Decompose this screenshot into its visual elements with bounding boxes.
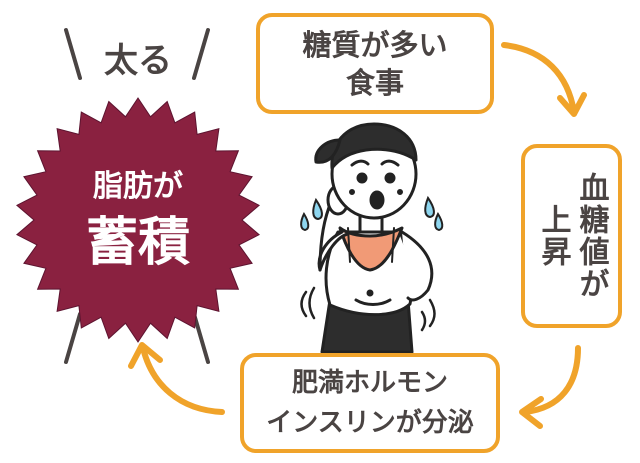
- emphasis-lines: [64, 28, 210, 364]
- burst-line1: 脂肪が: [93, 169, 183, 204]
- arrow-right-down-icon: [501, 42, 587, 117]
- box-blood-sugar-rise: 血糖値が 上昇: [521, 144, 622, 328]
- box-top-line1: 糖質が多い: [302, 27, 448, 62]
- box-high-carb-meal: 糖質が多い 食事: [256, 13, 494, 114]
- box-bottom-line2: インスリンが分泌: [266, 408, 474, 438]
- box-insulin-secreted: 肥満ホルモン インスリンが分泌: [240, 353, 500, 453]
- arrow-down-left-icon: [519, 345, 581, 429]
- box-right-col2: 上昇: [535, 204, 571, 268]
- arrow-up-left-icon: [128, 342, 225, 415]
- box-top-line2: 食事: [345, 65, 404, 100]
- burst-shape: [16, 97, 260, 343]
- box-bottom-line1: 肥満ホルモン: [291, 368, 448, 398]
- burst-heading: 太る: [104, 41, 172, 81]
- burst-line2: 蓄積: [86, 213, 190, 273]
- box-right-col1: 血糖値が: [573, 172, 609, 300]
